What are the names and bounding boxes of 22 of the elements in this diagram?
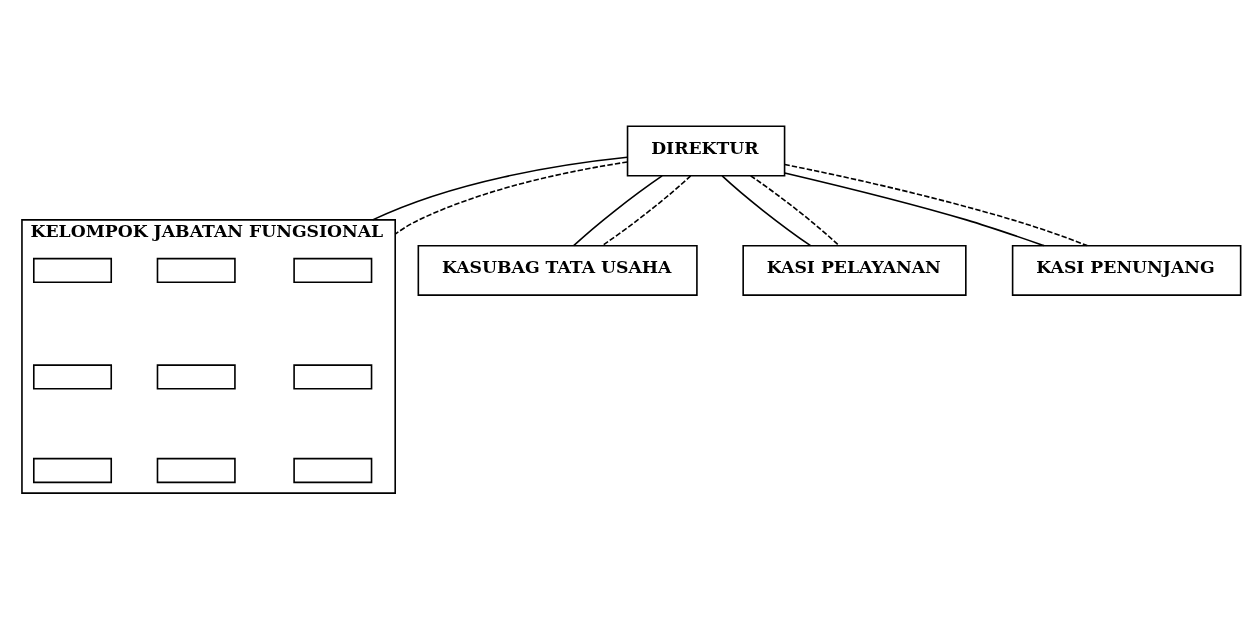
node-box <box>293 363 373 390</box>
node-box: KASI PELAYANAN <box>742 244 967 296</box>
node-box <box>293 457 373 483</box>
cluster: KELOMPOK JABATAN FUNGSIONAL <box>21 218 396 494</box>
connector <box>371 155 629 221</box>
node-box <box>156 457 236 483</box>
node-box: KASI PENUNJANG <box>1011 244 1242 296</box>
node-box <box>156 363 236 390</box>
connector <box>721 174 812 246</box>
connector <box>601 174 692 246</box>
node-box <box>33 257 113 283</box>
node-box: DIREKTUR <box>626 125 786 177</box>
node-box <box>156 257 236 283</box>
connector <box>783 171 1045 246</box>
node-box: KASUBAG TATA USAHA <box>417 244 698 296</box>
connector <box>783 163 1088 246</box>
node-box <box>33 363 113 390</box>
node-box <box>293 257 373 283</box>
connector <box>572 174 663 246</box>
connector <box>749 174 840 246</box>
node-box <box>33 457 113 483</box>
connector <box>394 160 629 235</box>
